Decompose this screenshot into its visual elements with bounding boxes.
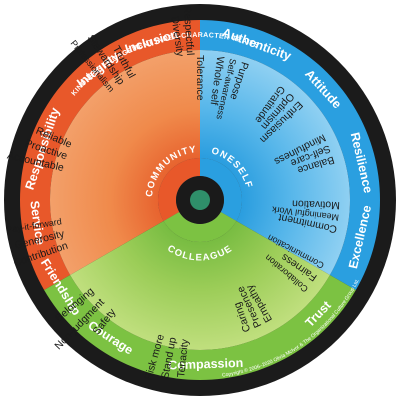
oneself-outer-band <box>200 20 380 290</box>
category-label: Compassion <box>168 356 243 373</box>
outer-wedges <box>20 20 380 380</box>
trait-label: Tenacity <box>175 338 191 378</box>
trait-label: Respectful <box>181 5 196 55</box>
hub-core <box>190 190 210 210</box>
community-sector <box>50 50 201 275</box>
oneself-sector <box>200 50 350 275</box>
oneself-hub-ring <box>200 158 242 221</box>
trait-label: Diversity <box>168 16 186 58</box>
community-hub-ring <box>158 158 200 221</box>
hub <box>158 158 242 242</box>
colleague-hub-ring <box>163 212 237 242</box>
colleague-sector <box>70 221 330 350</box>
category-label: Service <box>27 200 47 246</box>
colleague-outer-band <box>44 275 356 380</box>
trait-label: Tolerance <box>194 55 206 101</box>
trait-label: Motivation <box>292 197 340 211</box>
community-outer-band <box>20 20 200 290</box>
inner-wedges <box>50 50 350 350</box>
